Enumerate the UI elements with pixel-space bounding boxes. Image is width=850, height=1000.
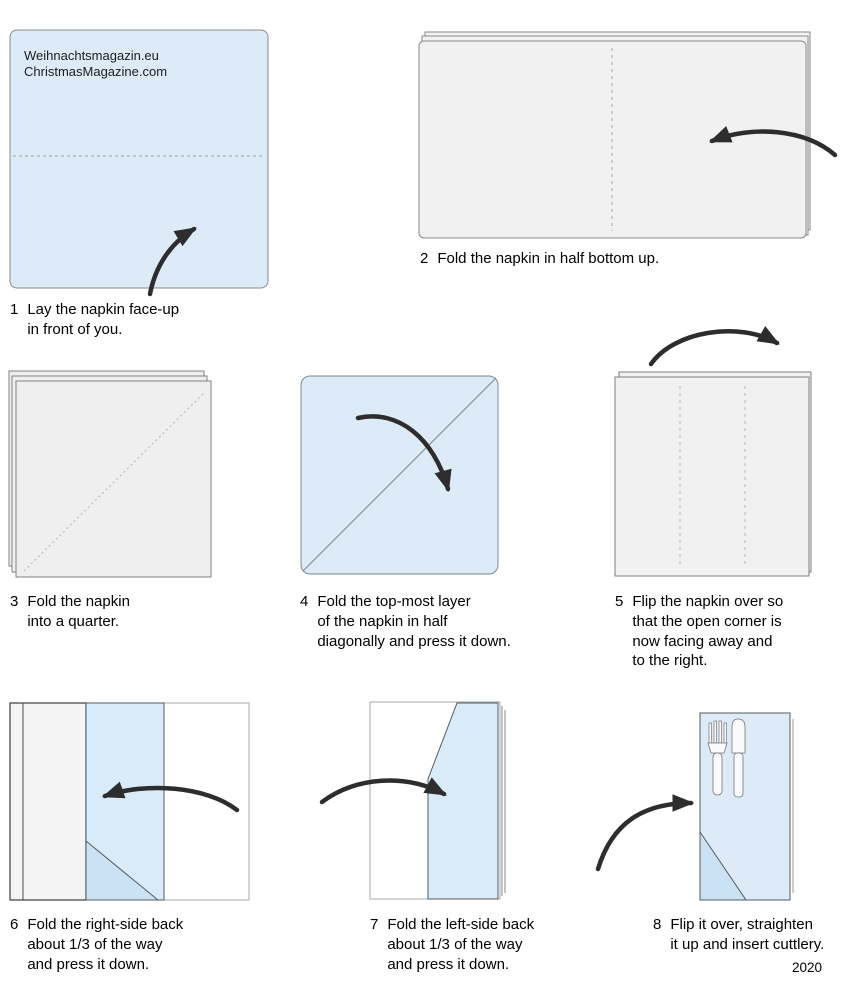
napkin-face-up: [9, 29, 269, 289]
step-3-caption: 3 Fold the napkin into a quarter.: [10, 592, 130, 632]
blue-panel: [427, 702, 499, 900]
brand-line-1: Weihnachtsmagazin.eu: [24, 48, 159, 63]
step-5-caption: 5 Flip the napkin over so that the open …: [615, 592, 783, 671]
step-8-figure: [595, 712, 794, 901]
step-4-caption: 4 Fold the top-most layer of the napkin …: [300, 592, 511, 651]
step-3-text: Fold the napkin into a quarter.: [27, 593, 130, 630]
step-2-number: 2: [420, 250, 429, 267]
step-6-figure: [9, 702, 250, 901]
year-label: 2020: [792, 960, 823, 975]
corner-flap: [85, 839, 160, 901]
step-4-number: 4: [300, 593, 309, 610]
step-8-number: 8: [653, 916, 662, 933]
step-7-number: 7: [370, 916, 379, 933]
knife-icon: [731, 718, 746, 798]
step-7-caption: 7 Fold the left-side back about 1/3 of t…: [370, 915, 534, 974]
step-1-figure: Weihnachtsmagazin.eu ChristmasMagazine.c…: [9, 29, 269, 297]
napkin-flipped: [614, 376, 810, 577]
flip-over-arrow: [648, 326, 780, 367]
step-2-caption: 2 Fold the napkin in half bottom up.: [420, 249, 659, 269]
fold-up-arrow: [147, 226, 197, 297]
diagonal-fold-edge: [302, 377, 497, 572]
step-6-number: 6: [10, 916, 19, 933]
step-4-text: Fold the top-most layer of the napkin in…: [317, 593, 511, 650]
step-5-number: 5: [615, 593, 624, 610]
step-6-text: Fold the right-side back about 1/3 of th…: [27, 916, 184, 973]
fold-down-arrow: [355, 414, 452, 493]
step-6-caption: 6 Fold the right-side back about 1/3 of …: [10, 915, 183, 974]
flip-insert-arrow: [595, 794, 695, 872]
brand-line-2: ChristmasMagazine.com: [24, 64, 167, 79]
fold-right-arrow: [319, 777, 447, 805]
step-7-figure: [319, 701, 506, 900]
step-8-caption: 8 Flip it over, straighten it up and ins…: [653, 915, 824, 955]
step-5-text: Flip the napkin over so that the open co…: [632, 593, 784, 670]
fold-left-arrow: [101, 781, 240, 813]
step-1-caption: 1 Lay the napkin face-up in front of you…: [10, 300, 179, 340]
step-2-text: Fold the napkin in half bottom up.: [437, 250, 660, 267]
step-4-figure: [300, 375, 499, 575]
step-2-figure: [418, 31, 838, 239]
step-8-text: Flip it over, straighten it up and inser…: [670, 916, 825, 953]
napkin-quarter: [15, 380, 212, 578]
fork-icon: [707, 720, 728, 796]
step-1-number: 1: [10, 301, 19, 318]
step-3-number: 3: [10, 593, 19, 610]
step-7-text: Fold the left-side back about 1/3 of the…: [387, 916, 535, 973]
fold-left-arrow: [708, 126, 838, 158]
left-panel: [9, 702, 87, 901]
step-5-figure: [614, 326, 812, 577]
step-1-text: Lay the napkin face-up in front of you.: [27, 301, 180, 338]
ghost-outline: [163, 702, 250, 901]
step-3-figure: [8, 370, 212, 578]
pocket-flap: [699, 830, 747, 901]
